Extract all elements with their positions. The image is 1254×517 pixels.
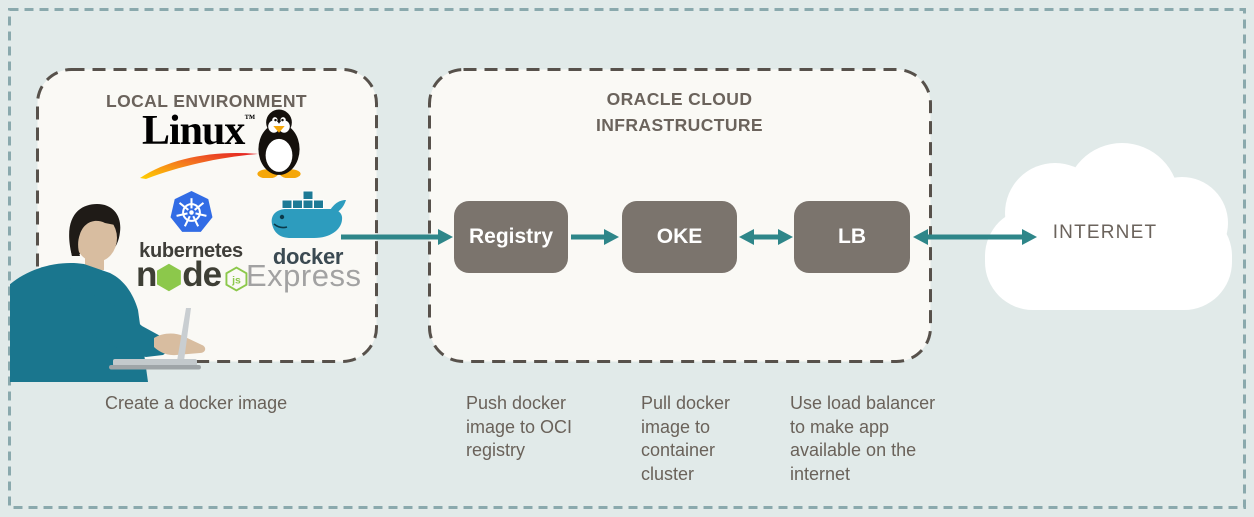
registry-node: Registry: [454, 201, 568, 273]
oke-node: OKE: [622, 201, 737, 273]
linux-trademark: ™: [244, 113, 256, 125]
node-js-badge-icon: js: [225, 266, 248, 292]
oke-label: OKE: [656, 225, 703, 248]
linux-swoosh-icon: [140, 153, 258, 179]
node-js-badge-text: js: [231, 275, 241, 286]
lb-label: LB: [838, 225, 866, 248]
oci-title: ORACLE CLOUD INFRASTRUCTURE: [596, 89, 763, 135]
registry-label: Registry: [468, 225, 554, 248]
linux-logo: Linux™: [140, 106, 307, 179]
express-logo: Express: [246, 258, 362, 293]
linux-wordmark: Linux: [142, 108, 245, 154]
caption-use-load-balancer: Use load balancer to make app available …: [790, 393, 936, 484]
internet-label: INTERNET: [1052, 222, 1158, 243]
caption-pull-docker-image: Pull docker image to container cluster: [641, 393, 731, 484]
docker-whale-icon: [271, 190, 346, 238]
developer-illustration: [10, 204, 206, 382]
lb-node: LB: [794, 201, 910, 273]
caption-push-docker-image: Push docker image to OCI registry: [466, 393, 573, 460]
caption-create-docker-image: Create a docker image: [105, 393, 288, 413]
